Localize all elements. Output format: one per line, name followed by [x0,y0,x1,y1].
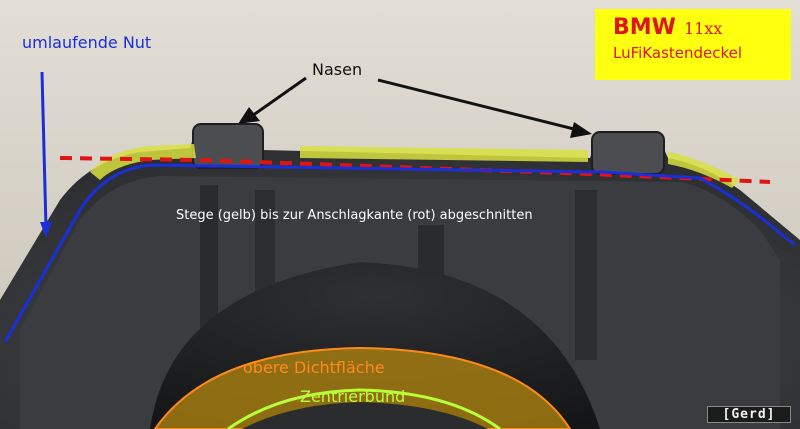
tabs-arrow-right-head [570,122,592,138]
tabs-arrow-right [377,78,579,132]
centering-ring [227,388,501,429]
tab-right [591,131,665,175]
centering-label: Zentrierbund [300,387,406,406]
rib [255,190,275,310]
groove-arrow [40,71,48,229]
groove-line [3,163,796,343]
ribs-highlight [300,146,588,162]
cut-note-label: Stege (gelb) bis zur Anschlagkante (rot)… [176,208,533,223]
title-box: BMW 11xx LuFiKastendeckel [595,9,791,80]
rib [200,185,218,335]
part-text: LuFiKastendeckel [613,44,743,62]
rib [575,190,597,360]
seal-area-label: obere Dichtfläche [243,358,385,377]
tabs-arrow-left-head [238,107,260,124]
brand-text: BMW [613,15,676,40]
tabs-label: Nasen [312,60,363,79]
author-badge: [Gerd] [707,406,791,423]
model-text: 11xx [683,19,723,38]
edge-line [59,156,771,184]
groove-label: umlaufende Nut [22,33,152,52]
tabs-arrow-left [251,76,307,118]
centering-ring-inner [242,402,488,429]
groove-arrow-head [40,222,52,238]
ribs-highlight [90,144,196,180]
